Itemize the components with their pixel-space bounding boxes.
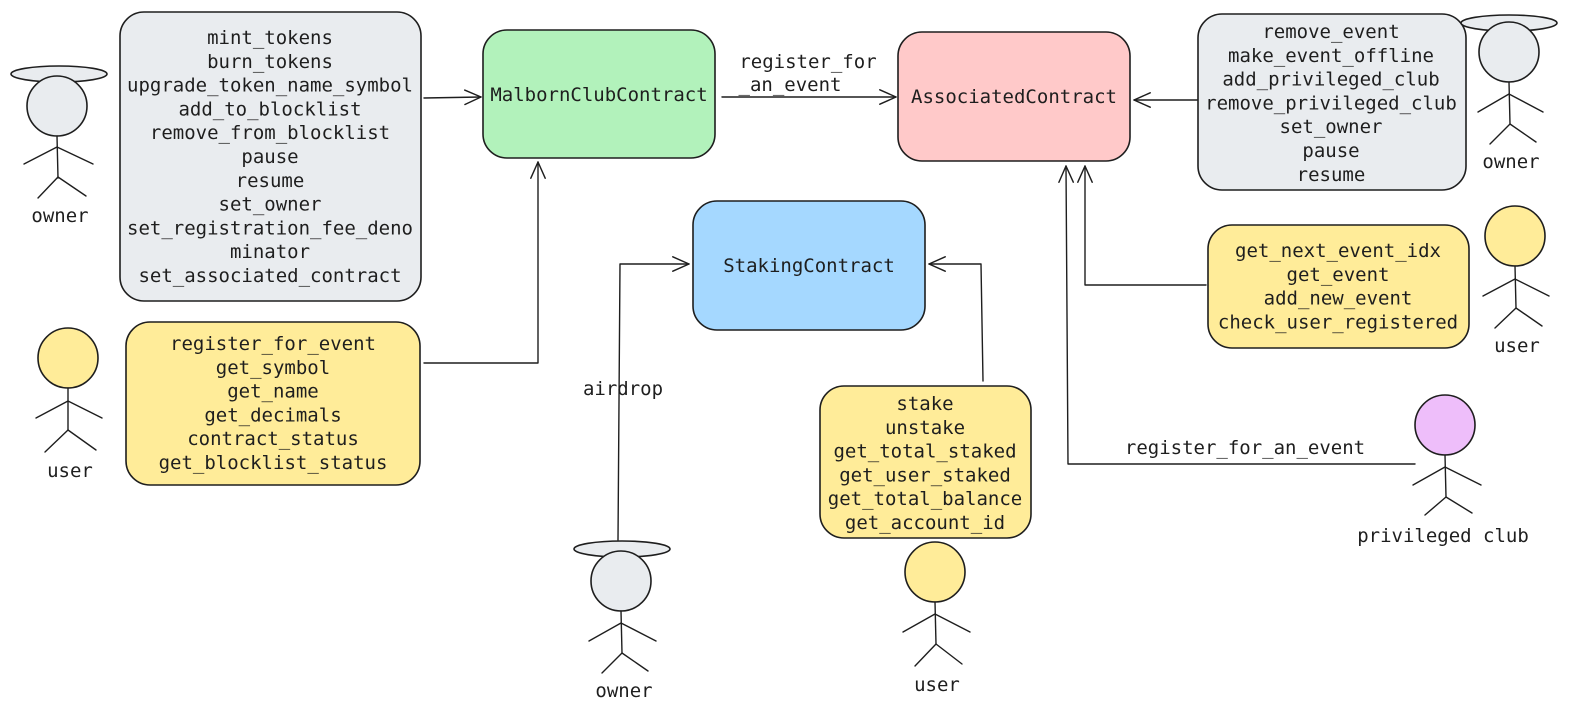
associated-owner-method-list: remove_eventmake_event_offlineadd_privil… bbox=[1205, 21, 1457, 186]
actor-owner-staking: owner bbox=[573, 540, 671, 702]
method-label: set_owner bbox=[219, 194, 322, 216]
connectors bbox=[423, 89, 1416, 541]
method-label: resume bbox=[1297, 164, 1366, 186]
method-label: get_total_staked bbox=[833, 441, 1016, 463]
associated-owner-methods: remove_eventmake_event_offlineadd_privil… bbox=[1197, 13, 1467, 191]
method-label: pause bbox=[241, 146, 298, 168]
method-label: get_account_id bbox=[845, 512, 1005, 534]
actor-owner-malborn: owner bbox=[10, 65, 108, 227]
method-label: stake bbox=[896, 393, 953, 415]
associated-contract-label: AssociatedContract bbox=[911, 86, 1117, 108]
user-head-icon bbox=[37, 327, 99, 389]
malborn-club-contract-label: MalbornClubContract bbox=[490, 84, 707, 106]
malborn-club-contract-box bbox=[482, 29, 716, 159]
actor-user-malborn: user bbox=[35, 327, 103, 482]
staking-contract-label: StakingContract bbox=[723, 255, 895, 277]
user-head-icon bbox=[904, 541, 966, 603]
method-label: minator bbox=[230, 241, 310, 263]
malborn-user-methods: register_for_eventget_symbolget_nameget_… bbox=[125, 321, 421, 486]
actor-owner-associated: owner bbox=[1460, 14, 1558, 173]
actor-user-staking: user bbox=[902, 541, 971, 696]
actor-label: owner bbox=[595, 680, 652, 702]
associated-contract-node: AssociatedContract bbox=[897, 31, 1131, 162]
stick-figure-body-icon bbox=[902, 601, 971, 667]
stick-figure-body-icon bbox=[1412, 454, 1482, 516]
privileged-club-head-icon bbox=[1414, 394, 1476, 456]
actor-label: user bbox=[47, 460, 93, 482]
method-label: get_user_staked bbox=[839, 464, 1011, 486]
edge-owner-airdrop-to-staking bbox=[617, 256, 690, 541]
method-label: set_registration_fee_deno bbox=[127, 217, 413, 239]
edge-user-methods-to-associated bbox=[1077, 165, 1207, 286]
method-label: make_event_offline bbox=[1228, 45, 1434, 67]
method-label: get_blocklist_status bbox=[159, 452, 388, 474]
method-label: pause bbox=[1302, 140, 1359, 162]
malborn-user-method-list: register_for_eventget_symbolget_nameget_… bbox=[159, 333, 388, 474]
edge-user-methods-to-malborn bbox=[423, 161, 546, 364]
method-label: contract_status bbox=[187, 428, 359, 450]
method-label: get_decimals bbox=[204, 404, 341, 426]
method-label: upgrade_token_name_symbol bbox=[127, 75, 413, 97]
edge-user-methods-to-staking bbox=[928, 256, 984, 382]
stick-figure-body-icon bbox=[588, 610, 657, 674]
staking-user-methods-box bbox=[819, 385, 1032, 539]
edge-privileged-to-associated bbox=[1058, 165, 1416, 465]
method-label: resume bbox=[236, 170, 305, 192]
actor-label: user bbox=[1494, 335, 1540, 357]
actor-label: user bbox=[914, 674, 960, 696]
malborn-owner-methods-box bbox=[119, 11, 422, 302]
method-label: remove_event bbox=[1262, 21, 1399, 43]
method-label: get_name bbox=[227, 381, 319, 403]
associated-user-methods-box bbox=[1207, 224, 1470, 349]
actor-label: owner bbox=[1482, 151, 1539, 173]
method-label: mint_tokens bbox=[207, 27, 333, 49]
stick-figure-body-icon bbox=[1477, 81, 1544, 145]
actor-privileged-club: privileged club bbox=[1357, 394, 1529, 547]
malborn-club-contract-node: MalbornClubContract bbox=[482, 29, 716, 159]
staking-contract-box bbox=[692, 200, 926, 331]
method-label: check_user_registered bbox=[1218, 311, 1458, 333]
method-label: remove_from_blocklist bbox=[150, 122, 390, 144]
method-label: set_associated_contract bbox=[138, 265, 401, 287]
owner-head-icon bbox=[1478, 21, 1540, 83]
method-label: add_privileged_club bbox=[1222, 69, 1439, 91]
owner-head-icon bbox=[26, 75, 88, 137]
associated-user-methods: get_next_event_idxget_eventadd_new_event… bbox=[1207, 224, 1470, 349]
stick-figure-body-icon bbox=[35, 387, 103, 453]
edge-label-register-line2: _an_event bbox=[739, 74, 842, 96]
method-label: get_total_balance bbox=[828, 488, 1022, 510]
user-head-icon bbox=[1484, 205, 1546, 267]
associated-contract-box bbox=[897, 31, 1131, 162]
edge-label-register-line1: register_for bbox=[739, 51, 876, 73]
associated-user-method-list: get_next_event_idxget_eventadd_new_event… bbox=[1218, 240, 1458, 333]
owner-head-icon bbox=[590, 550, 652, 612]
method-label: add_new_event bbox=[1264, 288, 1413, 310]
method-label: get_next_event_idx bbox=[1235, 240, 1441, 262]
edge-label-privileged-register: register_for_an_event bbox=[1125, 437, 1365, 459]
method-label: set_owner bbox=[1280, 116, 1383, 138]
actor-user-associated: user bbox=[1482, 205, 1550, 357]
method-label: unstake bbox=[885, 417, 965, 439]
staking-contract-node: StakingContract bbox=[692, 200, 926, 331]
edge-label-airdrop: airdrop bbox=[583, 378, 663, 400]
malborn-user-methods-box bbox=[125, 321, 421, 486]
actor-label: privileged club bbox=[1357, 525, 1529, 547]
method-label: get_symbol bbox=[216, 357, 330, 379]
method-label: add_to_blocklist bbox=[178, 98, 361, 120]
actor-label: owner bbox=[31, 205, 88, 227]
stick-figure-body-icon bbox=[23, 135, 94, 199]
malborn-owner-method-list: mint_tokensburn_tokensupgrade_token_name… bbox=[127, 27, 413, 287]
method-label: register_for_event bbox=[170, 333, 376, 355]
associated-owner-methods-box bbox=[1197, 13, 1467, 191]
edge-owner-methods-to-malborn bbox=[423, 89, 482, 106]
staking-user-methods: stakeunstakeget_total_stakedget_user_sta… bbox=[819, 385, 1032, 539]
method-label: remove_privileged_club bbox=[1205, 92, 1457, 114]
method-label: burn_tokens bbox=[207, 51, 333, 73]
stick-figure-body-icon bbox=[1482, 265, 1550, 329]
malborn-owner-methods: mint_tokensburn_tokensupgrade_token_name… bbox=[119, 11, 422, 302]
staking-user-method-list: stakeunstakeget_total_stakedget_user_sta… bbox=[828, 393, 1022, 534]
method-label: get_event bbox=[1287, 264, 1390, 286]
